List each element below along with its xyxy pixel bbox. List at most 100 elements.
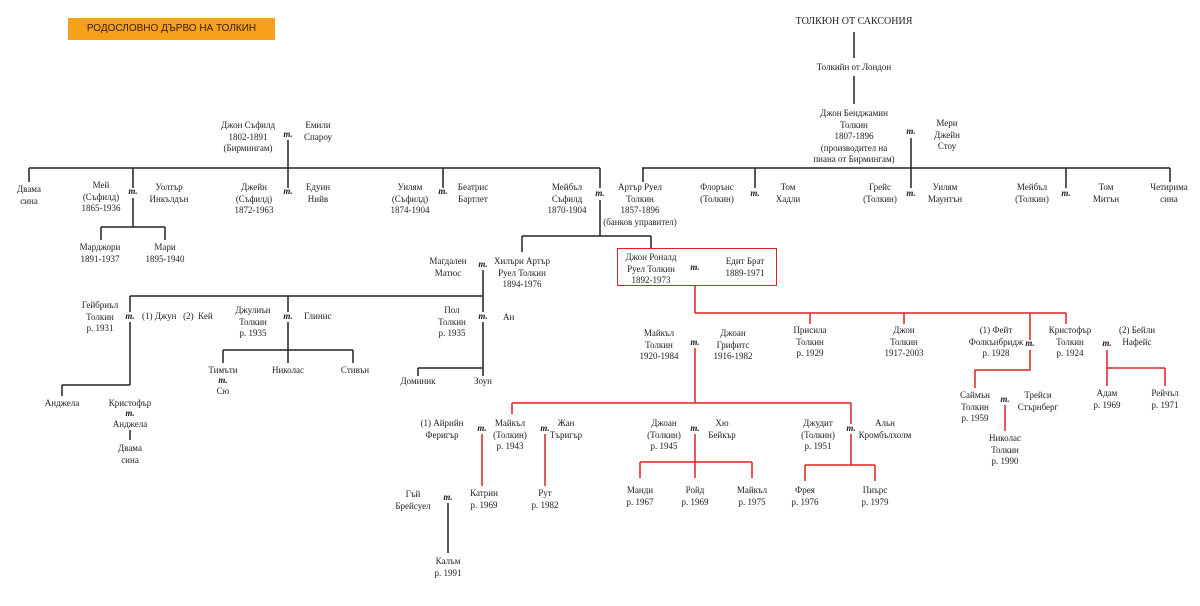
marriage-symbol: m. (690, 262, 700, 272)
marriage-symbol: m. (906, 188, 916, 198)
person-piers: Пиърс р. 1979 (861, 485, 889, 507)
person-two-sons-2: Двама сина (118, 443, 142, 465)
person-mabel-suffield: Мейбъл Съфилд 1870-1904 (547, 182, 587, 215)
marriage-symbol: m. (478, 311, 488, 321)
marriage-symbol: m. (1025, 338, 1035, 348)
person-christopher-g: Кристофър (108, 398, 152, 408)
person-stephen: Стивън (340, 365, 370, 375)
marriage-symbol: m. (595, 188, 605, 198)
person-alan: Альн Кромбълхолм (858, 418, 912, 440)
person-john-benjamin: Джон Бенджамин Толкин 1807-1896 (произво… (813, 108, 895, 164)
marriage-symbol: m. (540, 423, 550, 433)
marriage-symbol: m. (438, 186, 448, 196)
marriage-symbol: m. (218, 375, 228, 385)
marriage-symbol: m. (283, 186, 293, 196)
person-nicholas-j: Николас (271, 365, 305, 375)
red-lines (481, 286, 1166, 486)
person-priscilla: Присила Толкин р. 1929 (793, 325, 827, 358)
person-rachel: Рейчъл р. 1971 (1151, 388, 1179, 410)
person-baillie: (2) Бейли Нафейс (1118, 325, 1156, 347)
person-four-sons: Четирима сина (1150, 182, 1188, 204)
marriage-symbol: m. (1000, 394, 1010, 404)
person-london: Толкийн от Лондон (816, 62, 892, 72)
marriage-symbol: m. (478, 259, 488, 269)
person-judith: Джудит (Толкин) р. 1951 (801, 418, 835, 451)
person-dominic: Доминик (400, 376, 436, 386)
person-grace: Грейс (Толкин) (863, 182, 897, 204)
person-faith: (1) Фейт Фолкънбридж р. 1928 (968, 325, 1024, 358)
person-tom-mitton: Том Митън (1092, 182, 1120, 204)
marriage-symbol: m. (690, 337, 700, 347)
person-beatrice: Беатрис Бартлет (457, 182, 489, 204)
person-freya: Фрея р. 1976 (791, 485, 819, 507)
person-joan-griffiths: Джоан Грифитс 1916-1982 (713, 328, 753, 361)
person-tracy: Трейси Стърнберг (1017, 390, 1059, 412)
person-angela: Анджела (44, 398, 80, 408)
person-angela-spouse: Анджела (112, 419, 148, 429)
person-paul: Пол Толкин р. 1935 (438, 305, 466, 338)
person-arthur: Артър Руел Толкин 1857-1896 (банков упра… (603, 182, 677, 227)
person-gabriel: Гейбриъл Толкин р. 1931 (81, 300, 119, 333)
person-calum: Калъм р. 1991 (434, 556, 462, 578)
person-florence: Флорънс (Толкин) (700, 182, 734, 204)
marriage-symbol: m. (443, 492, 453, 502)
person-sue: Сю (216, 386, 230, 396)
person-ruth: Рут р. 1982 (531, 488, 559, 510)
black-lines (28, 32, 1171, 440)
marriage-symbol: m. (125, 311, 135, 321)
person-ann: Ан (503, 312, 515, 322)
page-title: РОДОСЛОВНО ДЪРВО НА ТОЛКИН (68, 18, 275, 40)
marriage-symbol: m. (690, 423, 700, 433)
marriage-symbol: m. (128, 186, 138, 196)
person-michael: Майкъл Толкин 1920-1984 (639, 328, 679, 361)
person-mandy: Манди р. 1967 (626, 485, 654, 507)
person-tom-hadley: Том Хадли (775, 182, 801, 204)
person-adam: Адам р. 1969 (1093, 388, 1121, 410)
person-nicholas-t: Николас Толкин р. 1990 (988, 433, 1022, 466)
person-mary: Мари 1895-1940 (145, 242, 185, 264)
person-edwin: Едуин Нийв (305, 182, 331, 204)
person-michael-george: Майкъл (Толкин) р. 1943 (493, 418, 527, 451)
person-mary-jane: Мери Джейн Стоу (934, 118, 960, 151)
person-william-mountain: Уилям Маунтън (927, 182, 963, 204)
marriage-symbol: m. (283, 311, 293, 321)
person-magdalen: Магдален Матюс (429, 256, 467, 278)
person-simon: Саймън Толкин р. 1959 (960, 390, 990, 423)
person-michael-b: Майкъл р. 1975 (736, 485, 768, 507)
person-jrr-tolkien: Джон Роналд Руел Толкин 1892-1973 (625, 252, 677, 285)
person-irene: (1) Айрийн Феригър (420, 418, 464, 440)
person-may: Мей (Съфилд) 1865-1936 (81, 180, 121, 213)
person-walter: Уолтър Инкълдън (149, 182, 189, 204)
marriage-symbol: m. (1061, 188, 1071, 198)
person-hilary: Хилъри Артър Руел Толкин 1894-1976 (494, 256, 550, 289)
marriage-symbol: m. (477, 423, 487, 433)
marriage-symbol: m. (906, 126, 916, 136)
person-royd: Ройд р. 1969 (681, 485, 709, 507)
person-timothy: Тимъти (208, 365, 238, 375)
person-two-sons: Двама сина (17, 184, 41, 206)
person-glynis: Глинис (304, 311, 332, 321)
person-christopher: Кристофър Толкин р. 1924 (1048, 325, 1092, 358)
person-june-kay: (1) Джун (2) Кей (142, 311, 213, 321)
marriage-symbol: m. (283, 129, 293, 139)
person-guy: Гъй Брейсуел (395, 489, 431, 511)
person-julian: Джулиън Толкин р. 1935 (235, 305, 271, 338)
person-emily: Емили Спароу (304, 120, 332, 142)
person-saxony: ТОЛКЮН ОТ САКСОНИЯ (795, 16, 913, 27)
person-mabel-tolkien: Мейбъл (Толкин) (1015, 182, 1049, 204)
person-jane: Джейн (Съфилд) 1872-1963 (234, 182, 274, 215)
person-zoe: Зоун (474, 376, 492, 386)
person-catherine: Катрин р. 1969 (470, 488, 498, 510)
marriage-symbol: m. (1102, 338, 1112, 348)
person-jean: Жан Търигър (549, 418, 583, 440)
person-edith: Едит Брат 1889-1971 (725, 256, 765, 278)
marriage-symbol: m. (846, 423, 856, 433)
person-marjorie: Марджори 1891-1937 (79, 242, 121, 264)
person-hugh: Хю Бейкър (708, 418, 736, 440)
person-john-suffield: Джон Съфилд 1802-1891 (Бирмингам) (220, 120, 276, 153)
marriage-symbol: m. (125, 408, 135, 418)
marriage-symbol: m. (750, 188, 760, 198)
person-william-suffield: Уилям (Съфилд) 1874-1904 (390, 182, 430, 215)
